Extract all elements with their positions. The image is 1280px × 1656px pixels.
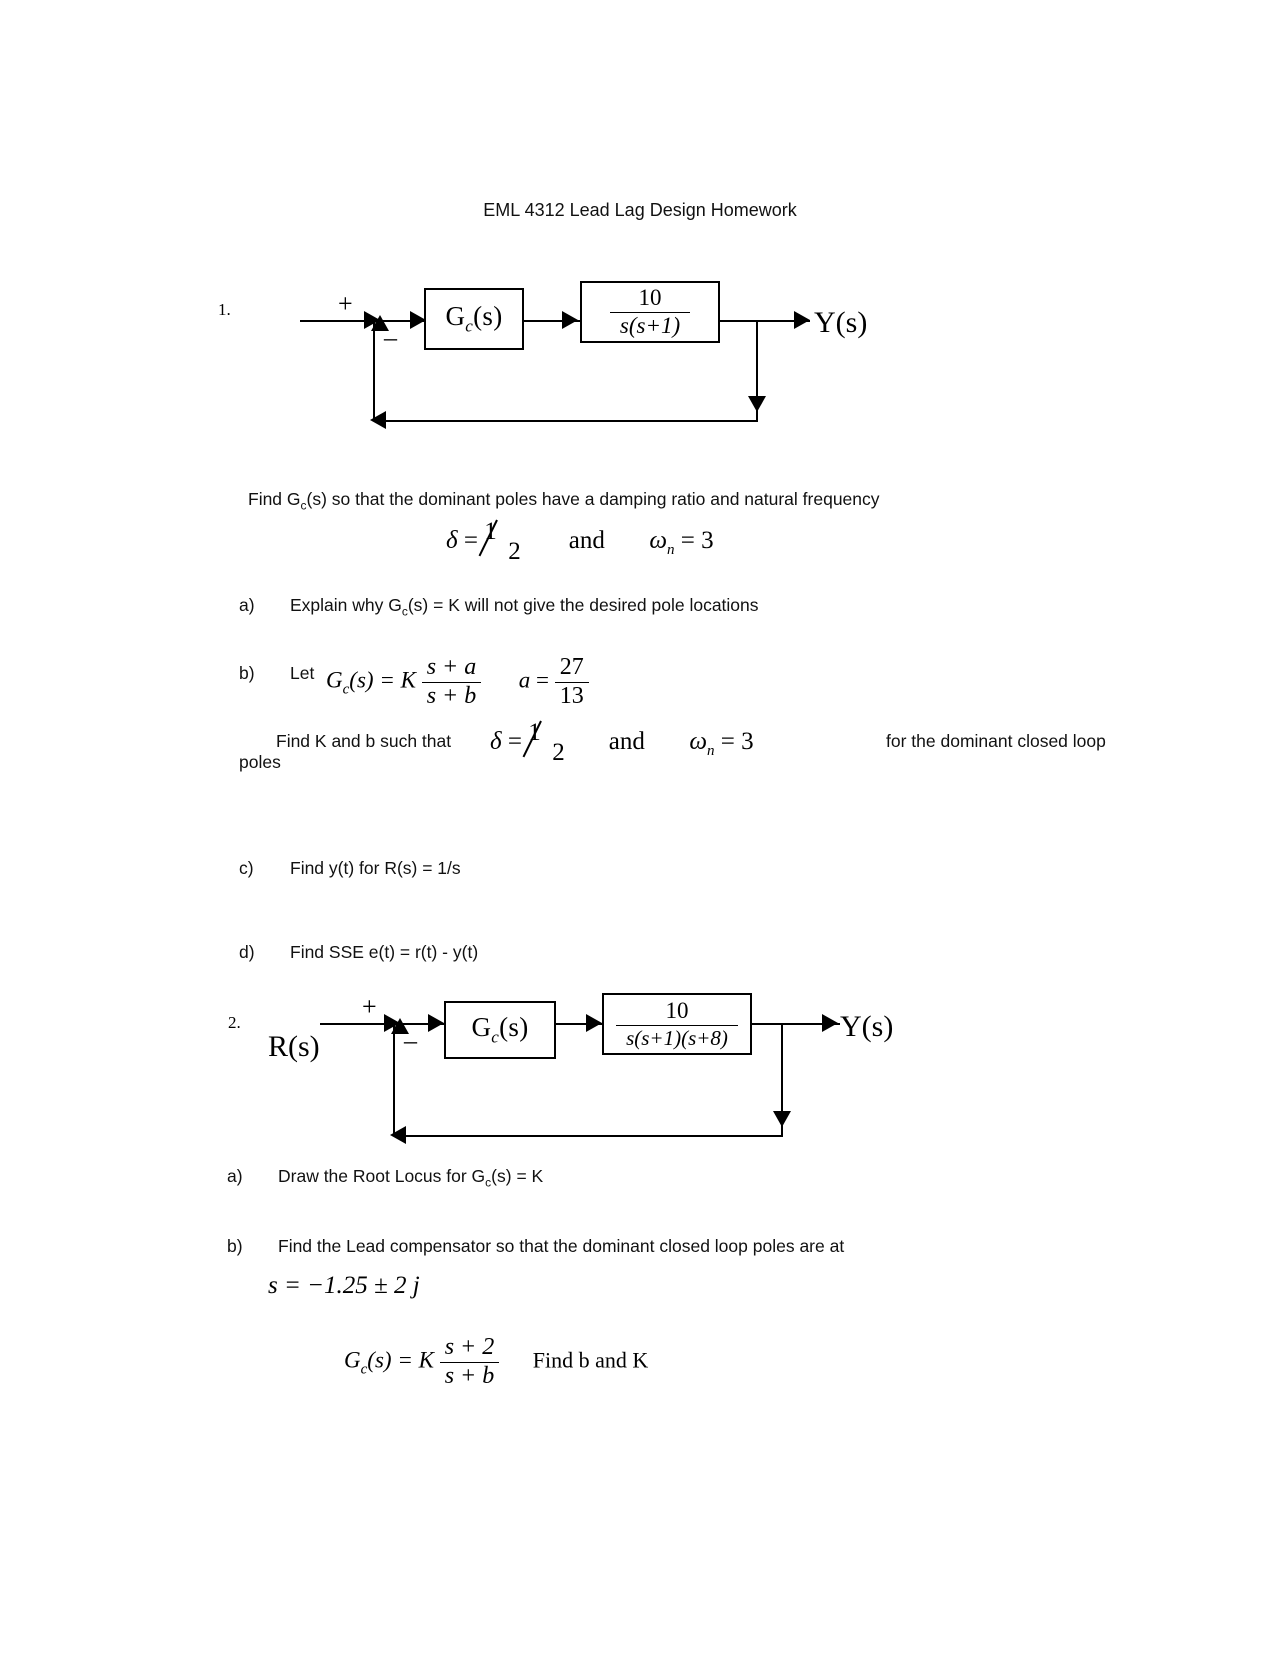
problem-2-part-a-text: Draw the Root Locus for Gc(s) = K xyxy=(278,1166,544,1190)
controller-block-2: Gc(s) xyxy=(444,1001,556,1059)
problem-1-part-b-spec: δ = 1 2 and ωn = 3 xyxy=(490,719,754,766)
problem-1-part-b-letter: b) xyxy=(239,663,255,683)
plant-transfer-function-1: 10 s(s+1) xyxy=(609,286,691,337)
problem-1-spec-equation: δ = 1 2 and ωn = 3 xyxy=(446,518,714,565)
output-arrowhead-1 xyxy=(794,311,810,329)
compensator-fraction-1: s + a s + b xyxy=(421,654,482,710)
problem-1-prompt: Find Gc(s) so that the dominant poles ha… xyxy=(248,489,880,513)
sum-to-controller-line-2 xyxy=(398,1023,446,1025)
feedback-down-arrowhead-1 xyxy=(748,396,766,412)
half-fraction-1: 1 2 xyxy=(478,518,528,565)
controller-input-arrowhead-2 xyxy=(428,1014,444,1032)
problem-1-part-b-find-text: Find K and b such that xyxy=(276,731,452,751)
problem-1-part-c-text: Find y(t) for R(s) = 1/s xyxy=(290,858,461,878)
minus-sign-2: – xyxy=(404,1026,417,1055)
problem-1-part-b-let: Let xyxy=(290,663,315,683)
feedback-back-line-2 xyxy=(394,1135,783,1137)
plant-block-1: 10 s(s+1) xyxy=(580,281,720,343)
controller-to-plant-line-1 xyxy=(524,320,580,322)
problem-1-part-b-tail2: poles xyxy=(239,752,281,772)
problem-2-number: 2. xyxy=(228,1013,241,1032)
controller-input-arrowhead-1 xyxy=(410,311,426,329)
output-label-1: Y(s) xyxy=(814,306,868,339)
problem-1-part-b-compensator: Gc(s) = K s + a s + b a = 27 13 xyxy=(326,654,589,710)
feedback-down-arrowhead-2 xyxy=(773,1111,791,1127)
controller-label-2: Gc(s) xyxy=(471,1012,529,1047)
output-line-1 xyxy=(720,320,810,322)
feedback-down-line-1 xyxy=(756,320,758,420)
problem-1-part-d-text: Find SSE e(t) = r(t) - y(t) xyxy=(290,942,479,962)
problem-1-part-d-letter: d) xyxy=(239,942,255,962)
input-line-2 xyxy=(320,1023,392,1025)
problem-1-part-a-letter: a) xyxy=(239,595,255,615)
output-arrowhead-2 xyxy=(822,1014,838,1032)
input-label-2: R(s) xyxy=(268,1030,320,1063)
input-line-1 xyxy=(300,320,372,322)
problem-2-pole-equation: s = −1.25 ± 2 j xyxy=(268,1272,420,1299)
feedback-down-line-2 xyxy=(781,1023,783,1135)
feedback-back-line-1 xyxy=(374,420,758,422)
feedback-up-line-1 xyxy=(373,320,375,420)
plant-transfer-function-2: 10 s(s+1)(s+8) xyxy=(616,999,738,1049)
controller-block-1: Gc(s) xyxy=(424,288,524,350)
minus-sign-1: – xyxy=(384,323,397,352)
plant-block-2: 10 s(s+1)(s+8) xyxy=(602,993,752,1055)
problem-2-part-a-letter: a) xyxy=(227,1166,243,1186)
half-fraction-2: 1 2 xyxy=(522,719,572,766)
output-line-2 xyxy=(752,1023,840,1025)
page-title: EML 4312 Lead Lag Design Homework xyxy=(483,200,797,220)
problem-2-compensator-equation: Gc(s) = K s + 2 s + b Find b and K xyxy=(344,1334,649,1390)
problem-1-part-c-letter: c) xyxy=(239,858,254,878)
plus-sign-2: + xyxy=(362,992,377,1021)
sum-to-controller-line-1 xyxy=(378,320,426,322)
a-value-fraction: 27 13 xyxy=(554,654,589,710)
feedback-up-line-2 xyxy=(393,1023,395,1135)
problem-2-part-b-text: Find the Lead compensator so that the do… xyxy=(278,1236,845,1256)
problem-2-part-b-letter: b) xyxy=(227,1236,243,1256)
feedback-arrowhead-1 xyxy=(371,315,389,331)
controller-label-1: Gc(s) xyxy=(445,301,503,336)
output-label-2: Y(s) xyxy=(840,1010,894,1043)
problem-1-number: 1. xyxy=(218,300,231,319)
compensator-fraction-2: s + 2 s + b xyxy=(439,1334,500,1390)
feedback-arrowhead-2 xyxy=(391,1018,409,1034)
plus-sign-1: + xyxy=(338,289,353,318)
controller-to-plant-line-2 xyxy=(556,1023,604,1025)
problem-1-part-a-text: Explain why Gc(s) = K will not give the … xyxy=(290,595,759,619)
plant-input-arrowhead-2 xyxy=(586,1014,602,1032)
plant-input-arrowhead-1 xyxy=(562,311,578,329)
problem-1-part-b-tail: for the dominant closed loop xyxy=(886,731,1106,751)
